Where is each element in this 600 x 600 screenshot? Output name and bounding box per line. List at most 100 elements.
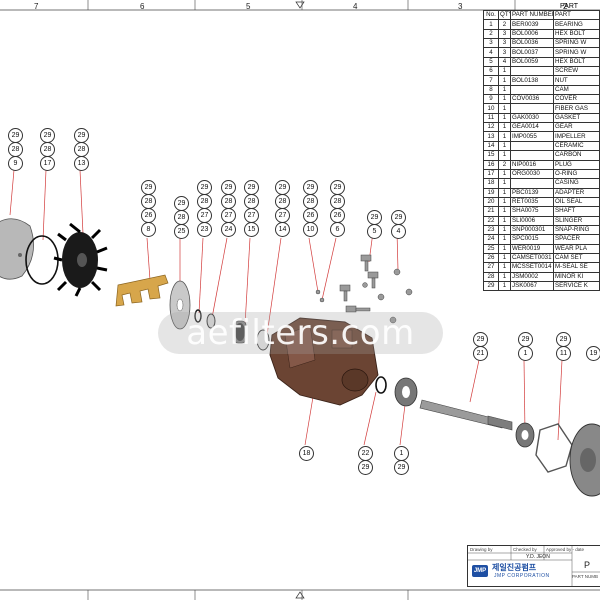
center-mark-bottom [295, 591, 305, 599]
part-number-cell [510, 150, 554, 161]
carbon-seal-part [233, 320, 247, 344]
part-no-cell: 17 [483, 168, 499, 180]
part-number-cell: IMP0055 [510, 131, 554, 142]
part-name-cell: O-RING [553, 168, 600, 180]
callout-bubble: 27 [197, 208, 212, 223]
callout-bubble: 4 [391, 224, 406, 239]
snap-ring-part [194, 309, 202, 323]
part-no-cell: 1 [483, 19, 499, 30]
casing-part [269, 317, 379, 406]
part-name-cell: SLINGER [553, 215, 600, 226]
part-name-cell: M-SEAL SE [553, 262, 600, 273]
part-qty-cell: 1 [498, 243, 511, 254]
part-no-cell: 7 [483, 75, 499, 86]
part-name-cell: BEARING [553, 19, 600, 30]
slinger-part [375, 376, 387, 394]
part-qty-cell: 1 [498, 122, 511, 133]
bearing-part-a [394, 377, 418, 407]
callout-bubble: 10 [303, 222, 318, 237]
part-number-cell: RET0035 [510, 196, 554, 208]
header-no: No. [483, 9, 499, 21]
part-number-cell: SPC0015 [510, 234, 554, 245]
ruler-label: 3 [458, 2, 463, 11]
part-qty-cell: 1 [498, 252, 511, 264]
part-qty-cell: 1 [498, 206, 511, 217]
part-no-cell: 9 [483, 94, 499, 105]
callout-bubble: 29 [556, 332, 571, 347]
part-name-cell: CASING [553, 178, 600, 189]
part-number-cell: BER0039 [510, 19, 554, 30]
callout-bubble: 28 [8, 142, 23, 157]
part-name-cell: MINOR KI [553, 271, 600, 282]
part-number-cell: GAK0030 [510, 112, 554, 124]
callout-bubble: 28 [74, 142, 89, 157]
part-qty-cell: 1 [498, 262, 511, 273]
bolts-group [315, 254, 413, 324]
ruler-label: 4 [353, 2, 358, 11]
part-qty-cell: 1 [498, 103, 511, 114]
part-number-cell: JSM0002 [510, 271, 554, 282]
part-no-cell: 4 [483, 47, 499, 58]
cover-part [0, 218, 34, 280]
part-number-cell [510, 178, 554, 189]
part-qty-cell: 4 [498, 56, 511, 68]
adapter-part [569, 423, 600, 497]
sheet-letter: P [584, 560, 591, 570]
callout-bubble: 18 [299, 446, 314, 461]
callout-bubble: 26 [303, 208, 318, 223]
callout-bubble: 29 [244, 180, 259, 195]
part-no-cell: 27 [483, 262, 499, 273]
title-block-grid [468, 546, 600, 586]
part-qty-cell: 1 [498, 224, 511, 236]
part-name-cell: COVER [553, 94, 600, 105]
part-number-cell: BOL0059 [510, 56, 554, 68]
callout-bubble: 29 [330, 180, 345, 195]
part-no-cell: 2 [483, 28, 499, 40]
part-name-cell: SCREW [553, 66, 600, 77]
part-name-cell: SPACER [553, 234, 600, 245]
part-no-cell: 22 [483, 215, 499, 226]
callout-bubble: 29 [473, 332, 488, 347]
part-name-cell: IMPELLER [553, 131, 600, 142]
part-number-cell: SLI0006 [510, 215, 554, 226]
gasket-part [535, 423, 573, 473]
callout-bubble: 6 [330, 222, 345, 237]
callout-bubble: 29 [303, 180, 318, 195]
part-number-cell: BOL0036 [510, 38, 554, 49]
ruler-label: 5 [246, 2, 251, 11]
checked-by-name: Y.D. JEON [526, 554, 550, 560]
ruler-label: 2 [563, 2, 568, 11]
callout-bubble: 5 [367, 224, 382, 239]
callout-bubble: 11 [556, 346, 571, 361]
part-qty-cell: 1 [498, 215, 511, 226]
center-mark-top [295, 1, 305, 9]
callout-bubble: 13 [74, 156, 89, 171]
callout-bubble: 28 [330, 194, 345, 209]
part-qty-cell: 1 [498, 178, 511, 189]
callout-bubble: 1 [394, 446, 409, 461]
callout-bubble: 9 [8, 156, 23, 171]
part-number-cell: BOL0138 [510, 75, 554, 86]
part-number-cell: NIP0016 [510, 159, 554, 170]
ruler-label: 7 [34, 2, 39, 11]
part-number-cell: SHA0075 [510, 206, 554, 217]
part-name-cell: HEX BOLT [553, 56, 600, 68]
part-qty-cell: 1 [498, 140, 511, 152]
part-qty-cell: 1 [498, 131, 511, 142]
